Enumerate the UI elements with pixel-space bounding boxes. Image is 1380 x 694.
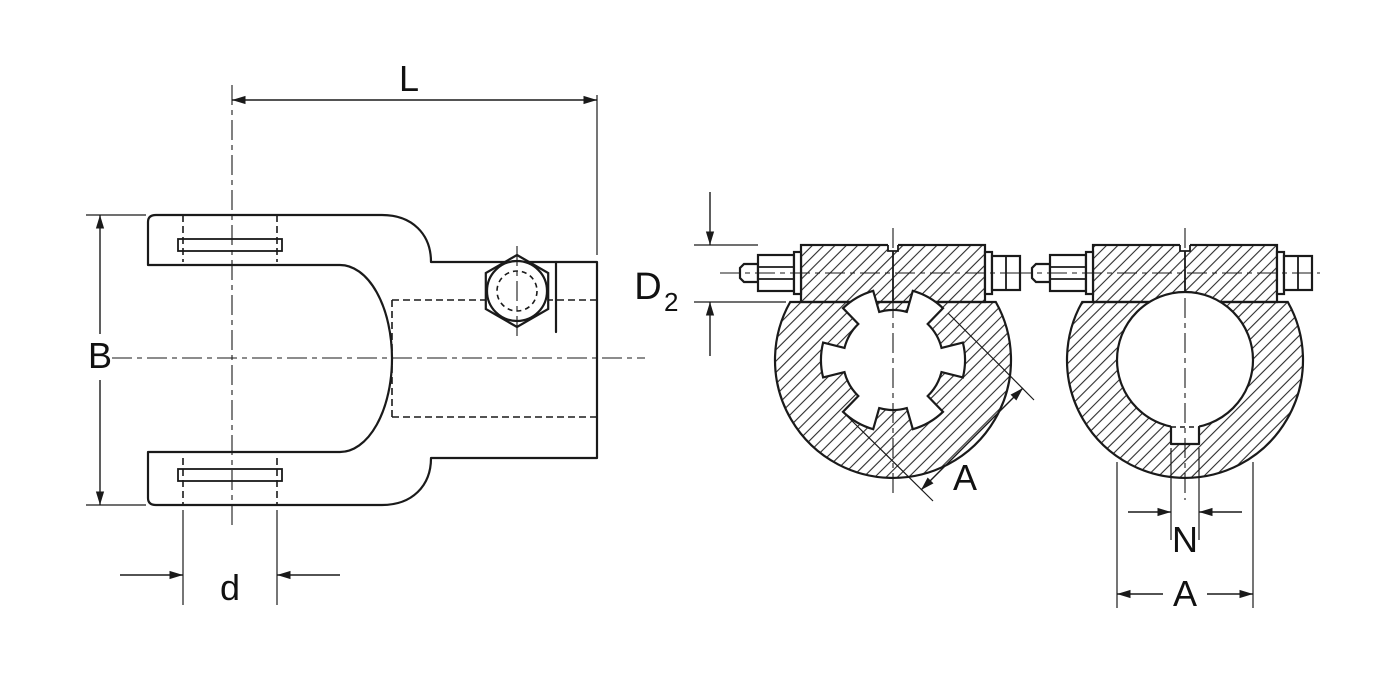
plain-bore-hub-section — [1012, 228, 1320, 500]
label-d: d — [220, 567, 240, 608]
dimension-D2: D 2 — [634, 192, 786, 356]
label-B: B — [88, 335, 112, 376]
dim-line — [920, 387, 1024, 491]
dimension-L: L — [231, 58, 598, 255]
ext-line — [845, 414, 934, 502]
dimension-d: d — [120, 510, 340, 608]
label-L: L — [399, 58, 419, 99]
label-N: N — [1172, 519, 1198, 560]
dimension-N: N — [1128, 448, 1242, 560]
bearing-seat-groove — [177, 238, 283, 252]
dimension-B: B — [86, 214, 146, 506]
label-D2-main: D — [634, 266, 661, 308]
label-A-bore: A — [1173, 573, 1197, 614]
dimension-A-spline: A — [845, 312, 1035, 502]
yoke-outline — [146, 213, 599, 507]
spline-hub-section — [720, 228, 1028, 495]
label-D2-sub: 2 — [664, 287, 678, 317]
label-A-spline: A — [953, 457, 977, 498]
dimension-A-bore: A — [1116, 462, 1254, 614]
yoke-side-view — [112, 85, 645, 530]
bearing-seat-groove — [177, 468, 283, 482]
ext-line — [947, 312, 1035, 401]
